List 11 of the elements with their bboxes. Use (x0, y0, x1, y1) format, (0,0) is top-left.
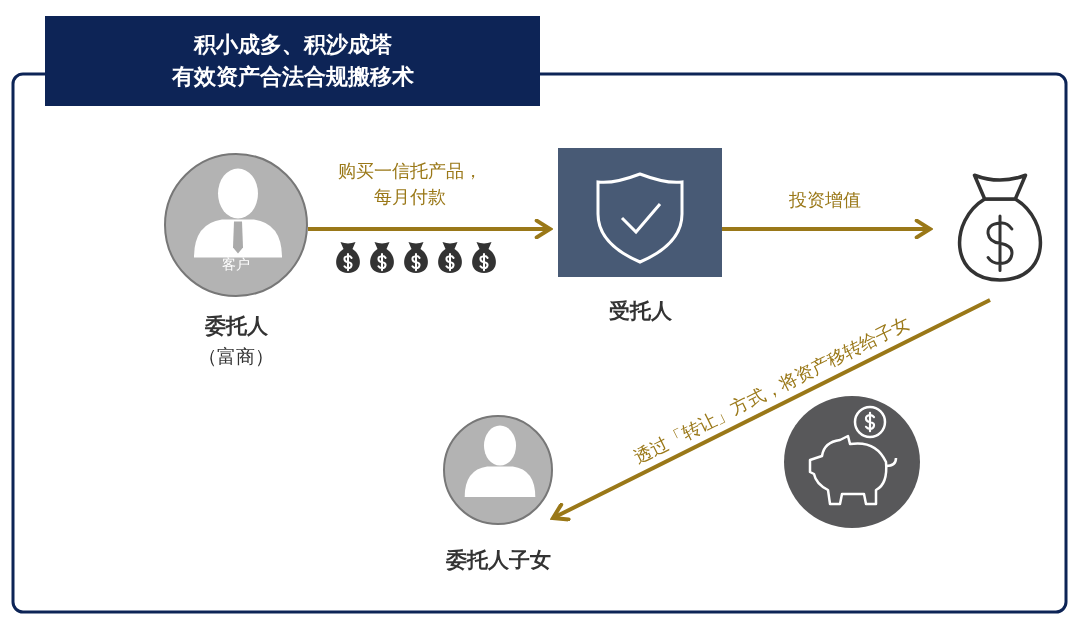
arrow (722, 218, 932, 240)
role-label: 委托人子女 (444, 547, 552, 574)
title-banner (45, 16, 540, 106)
role-note: （富商） (197, 344, 275, 369)
arrow (308, 218, 552, 240)
title-text: 有效资产合法合规搬移术 (171, 63, 414, 91)
avatar-label: 客户 (221, 255, 251, 274)
title-text: 积小成多、积沙成塔 (193, 31, 392, 59)
role-label: 委托人 (203, 313, 269, 340)
trustee-shield-box (558, 148, 722, 277)
arrow (551, 298, 991, 522)
